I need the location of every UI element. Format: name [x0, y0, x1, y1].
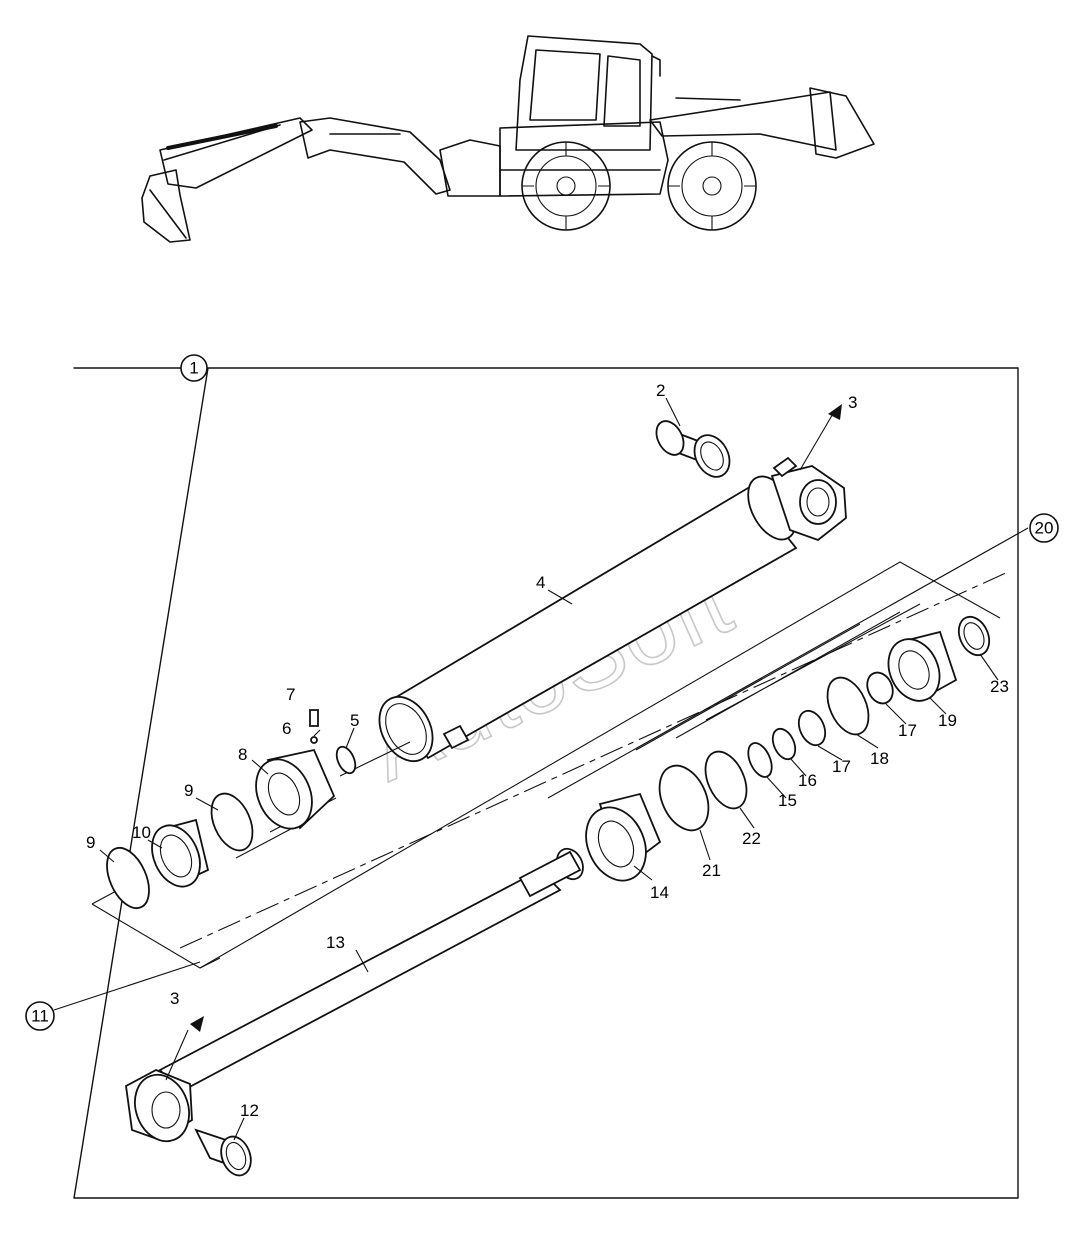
pointer-triangle-top [828, 404, 842, 420]
head-side-seals [106, 709, 357, 910]
label-part-12[interactable]: 12 [240, 1101, 259, 1120]
label-part-3-top[interactable]: 3 [848, 393, 857, 412]
label-part-14[interactable]: 14 [650, 883, 669, 902]
label-part-3-bottom[interactable]: 3 [170, 989, 179, 1008]
label-part-15[interactable]: 15 [778, 791, 797, 810]
bushing-bottom [194, 1128, 252, 1177]
callout-assembly-text: 1 [189, 359, 198, 378]
part-labels: 2 3 4 5 6 7 8 9 9 10 12 13 14 15 16 17 1… [86, 381, 1009, 1120]
pointer-triangle-bottom [190, 1016, 204, 1032]
label-part-22[interactable]: 22 [742, 829, 761, 848]
label-part-13[interactable]: 13 [326, 933, 345, 952]
label-part-10[interactable]: 10 [132, 823, 151, 842]
leader-lines [53, 397, 1029, 1141]
label-part-21[interactable]: 21 [702, 861, 721, 880]
label-part-9-upper[interactable]: 9 [184, 781, 193, 800]
label-part-17-lower[interactable]: 17 [832, 757, 851, 776]
label-part-17-upper[interactable]: 17 [898, 721, 917, 740]
label-part-23[interactable]: 23 [990, 677, 1009, 696]
piston [585, 792, 662, 882]
bushing-top [655, 420, 731, 478]
label-part-9-lower[interactable]: 9 [86, 833, 95, 852]
label-part-6[interactable]: 6 [282, 719, 291, 738]
piston-rod [125, 847, 584, 1143]
label-part-8[interactable]: 8 [238, 745, 247, 764]
callout-assembly[interactable]: 1 [180, 354, 208, 382]
callout-piston-rod-assy-text: 11 [31, 1007, 49, 1026]
assembly-frame [73, 367, 1019, 1199]
label-part-19[interactable]: 19 [938, 711, 957, 730]
rod-side-seals [658, 615, 991, 832]
label-part-4[interactable]: 4 [536, 573, 545, 592]
backhoe-loader-illustration [141, 35, 875, 243]
callout-seal-kit[interactable]: 20 [1029, 513, 1059, 543]
cylinder-barrel [378, 456, 847, 762]
callout-piston-rod-assy[interactable]: 11 [25, 1001, 55, 1031]
callout-seal-kit-text: 20 [1035, 519, 1054, 538]
label-part-7[interactable]: 7 [286, 685, 295, 704]
label-part-16[interactable]: 16 [798, 771, 817, 790]
label-part-18[interactable]: 18 [870, 749, 889, 768]
label-part-5[interactable]: 5 [350, 711, 359, 730]
label-part-2[interactable]: 2 [656, 381, 665, 400]
